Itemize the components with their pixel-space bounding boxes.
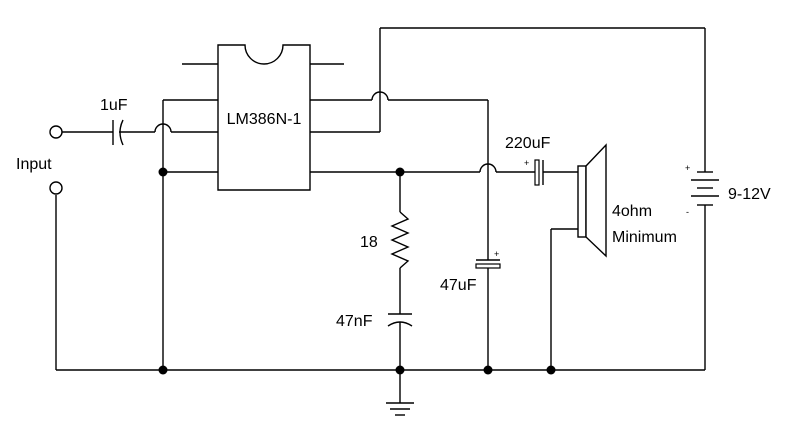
junction-dot xyxy=(395,167,405,177)
output-wire xyxy=(310,163,535,173)
junction-dots xyxy=(158,167,556,375)
ground-symbol xyxy=(386,370,414,416)
battery-plus: + xyxy=(685,163,690,173)
bypass-wire xyxy=(310,91,489,260)
battery-icon xyxy=(691,171,719,206)
battery-minus: - xyxy=(686,207,689,217)
chip-label: LM386N-1 xyxy=(227,111,302,128)
speaker-label-minimum: Minimum xyxy=(612,229,677,246)
zobel-resistor xyxy=(390,172,410,314)
lm386-chip xyxy=(182,44,344,191)
bypass-capacitor-label: 47uF xyxy=(440,277,477,294)
zobel-capacitor xyxy=(387,313,413,370)
chip-ground-wires xyxy=(162,99,218,370)
junction-dot xyxy=(158,365,168,375)
output-capacitor xyxy=(534,159,578,186)
zobel-capacitor-label: 47nF xyxy=(336,313,373,330)
junction-dot xyxy=(395,365,405,375)
resistor-label: 18 xyxy=(360,234,378,251)
battery-label: 9-12V xyxy=(728,186,771,203)
input-terminal-top xyxy=(49,125,113,139)
ground-bus xyxy=(55,195,706,371)
junction-dot xyxy=(483,365,493,375)
supply-wire xyxy=(310,27,706,172)
speaker-label-ohms: 4ohm xyxy=(612,203,652,220)
output-capacitor-plus: + xyxy=(524,158,529,168)
input-label: Input xyxy=(16,156,52,173)
speaker-icon xyxy=(550,143,607,370)
input-capacitor xyxy=(112,119,218,146)
input-capacitor-label: 1uF xyxy=(100,97,128,114)
junction-dot xyxy=(158,167,168,177)
input-terminal-bottom xyxy=(49,181,63,195)
bypass-capacitor-plus: + xyxy=(494,249,499,259)
bypass-capacitor xyxy=(475,259,501,370)
junction-dot xyxy=(546,365,556,375)
output-capacitor-label: 220uF xyxy=(505,135,551,152)
